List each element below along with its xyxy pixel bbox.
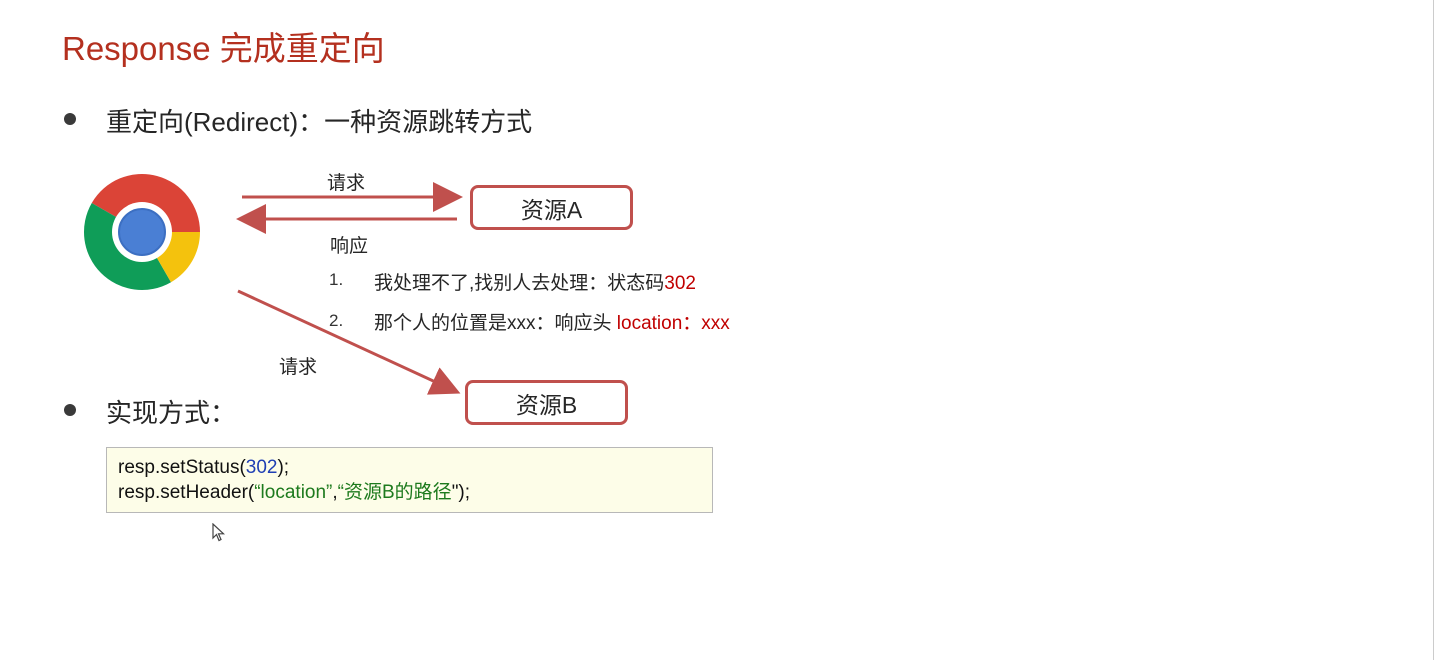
code-line-set-header: resp.setHeader(“location”,“资源B的路径"); [118,480,701,505]
code-string: “location” [254,482,333,503]
code-block: resp.setStatus(302); resp.setHeader(“loc… [106,447,713,513]
chrome-browser-icon [83,173,200,291]
step-2-description: 那个人的位置是xxx：响应头 [374,313,617,334]
request-arrow-to-resource-b [237,289,461,395]
response-label: 响应 [330,236,369,257]
request-label-bottom: 请求 [279,357,318,378]
request-label-top: 请求 [327,173,366,194]
code-text: ); [277,457,290,478]
step-1-text: 我处理不了,找别人去处理：状态码302 [374,268,696,295]
code-line-set-status: resp.setStatus(302); [118,455,701,480]
status-code-highlight: 302 [664,273,696,294]
bullet-redirect-definition: 重定向(Redirect)：一种资源跳转方式 [106,107,533,137]
slide-edge-divider [1433,0,1434,660]
bullet-dot [64,113,76,125]
resource-b-box: 资源B [465,380,628,425]
bullet-dot [64,404,76,416]
slide-title: Response 完成重定向 [62,30,385,67]
code-number: 302 [245,457,278,478]
code-text: "); [451,482,471,503]
mouse-cursor-icon [212,523,226,542]
resource-a-label: 资源A [520,196,583,223]
step-number: 2. [329,311,344,330]
step-2-text: 那个人的位置是xxx：响应头 location：xxx [374,308,730,335]
code-text: resp.setHeader( [118,482,255,503]
resource-a-box: 资源A [470,185,633,230]
bullet-implementation: 实现方式： [106,398,237,428]
step-1-description: 我处理不了,找别人去处理：状态码 [374,273,665,294]
resource-b-label: 资源B [515,391,578,418]
code-string: “资源B的路径 [337,482,452,503]
step-number: 1. [329,270,344,289]
code-text: , [332,482,338,503]
location-header-highlight: location：xxx [616,313,730,334]
code-text: resp.setStatus( [118,457,246,478]
